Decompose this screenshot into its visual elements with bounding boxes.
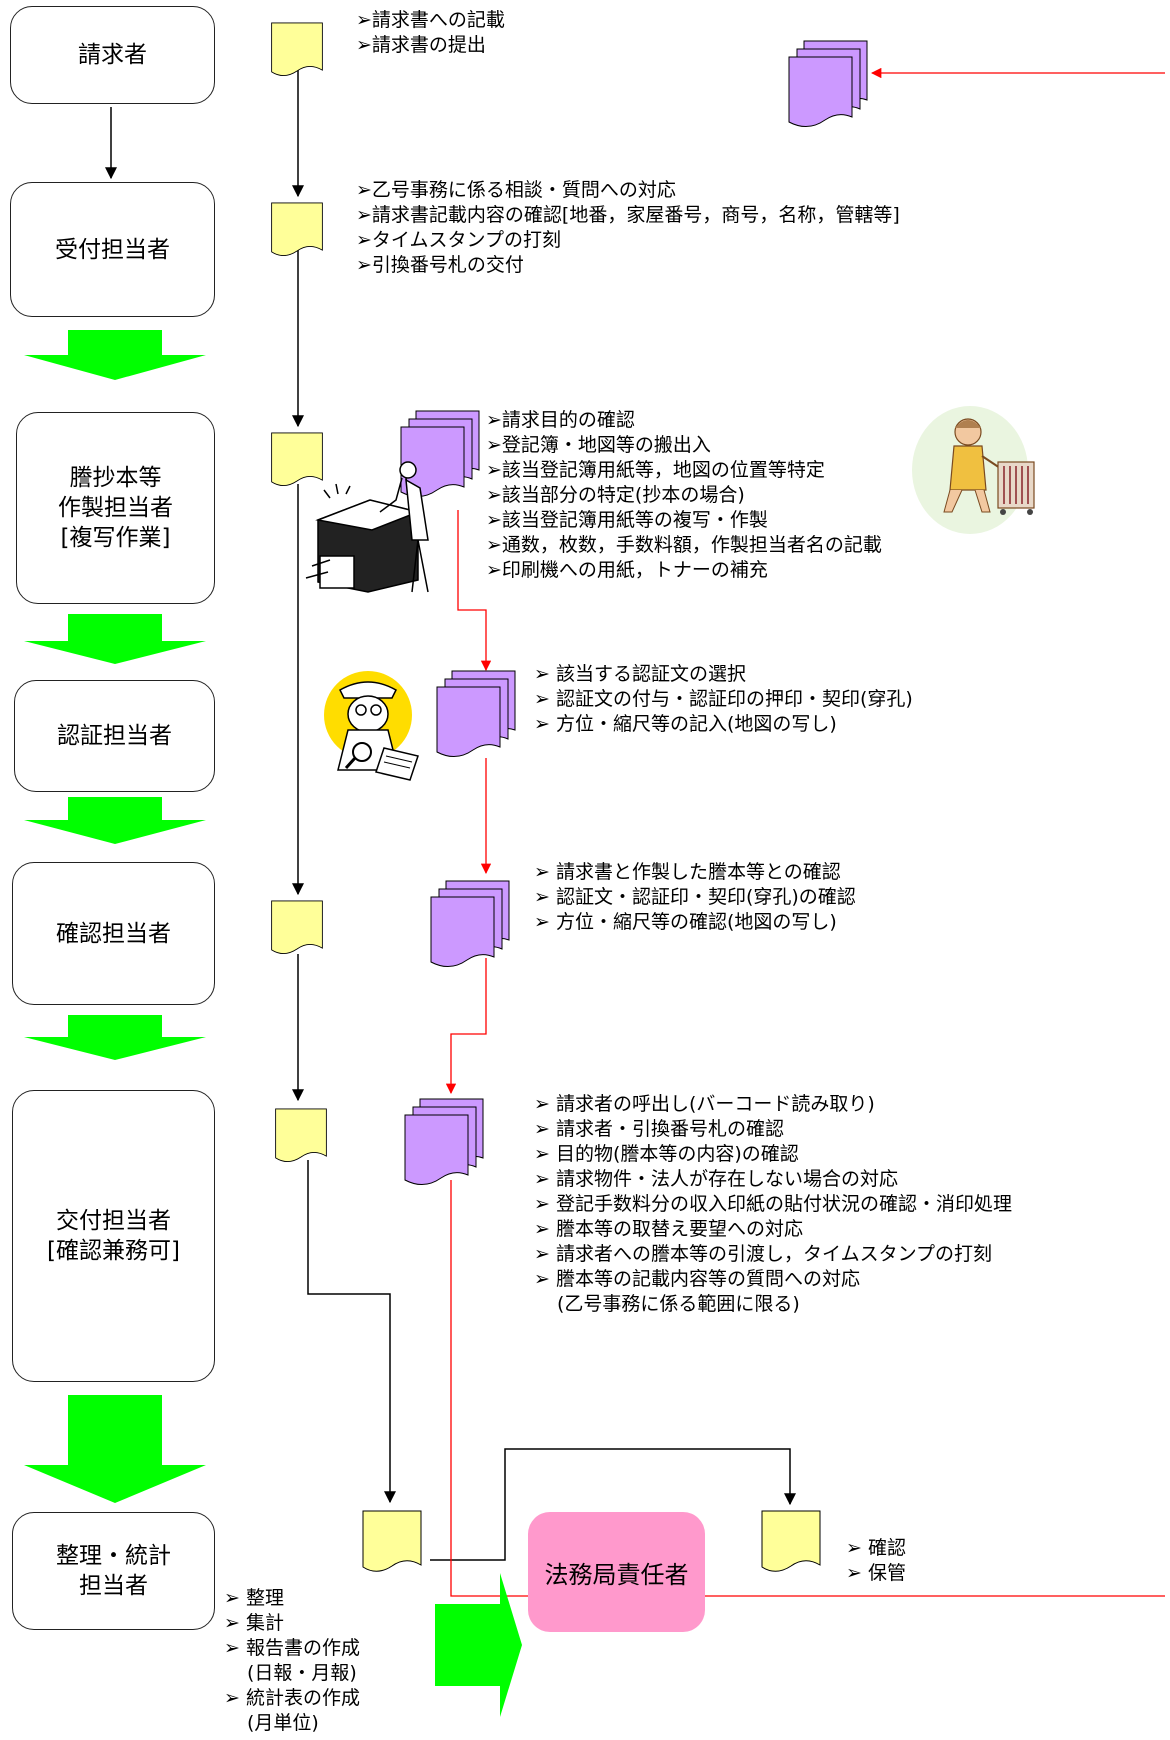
task-item: ➢該当登記簿用紙等の複写・作製 [486, 509, 768, 531]
tasks-copy-maker: ➢請求目的の確認 ➢登記簿・地図等の搬出入 ➢該当登記簿用紙等，地図の位置等特定… [486, 408, 882, 583]
task-item: ➢ 請求者の呼出し(バーコード読み取り) [534, 1093, 875, 1115]
task-item: ➢タイムスタンプの打刻 [356, 229, 561, 251]
task-item: ➢通数，枚数，手数料額，作製担当者名の記載 [486, 534, 882, 556]
task-item: ➢ 請求物件・法人が存在しない場合の対応 [534, 1168, 898, 1190]
task-item: ➢ 方位・縮尺等の確認(地図の写し) [534, 911, 837, 933]
task-item: ➢登記簿・地図等の搬出入 [486, 434, 711, 456]
big-down-arrow [24, 1015, 206, 1060]
role-copy-maker: 謄抄本等 作製担当者 [複写作業] [16, 412, 215, 604]
task-item: ➢請求書記載内容の確認[地番，家屋番号，商号，名称，管轄等] [356, 204, 900, 226]
task-item-note: (日報・月報) [247, 1662, 357, 1684]
task-item: ➢該当登記簿用紙等，地図の位置等特定 [486, 459, 825, 481]
tasks-organizer: ➢ 整理 ➢ 集計 ➢ 報告書の作成 (日報・月報) ➢ 統計表の作成 (月単位… [224, 1586, 360, 1736]
task-item: ➢ 整理 [224, 1587, 284, 1609]
task-item: ➢ 集計 [224, 1612, 284, 1634]
big-down-arrow [24, 330, 206, 380]
task-item: ➢ 該当する認証文の選択 [534, 663, 746, 685]
role-bureau-manager: 法務局責任者 [528, 1512, 705, 1632]
big-right-arrow [435, 1573, 522, 1717]
task-item-note: (月単位) [247, 1712, 319, 1734]
task-item: ➢ 謄本等の記載内容等の質問への対応 [534, 1268, 860, 1290]
task-item: ➢ 統計表の作成 [224, 1687, 360, 1709]
tasks-issuer: ➢ 請求者の呼出し(バーコード読み取り) ➢ 請求者・引換番号札の確認 ➢ 目的… [534, 1092, 1012, 1317]
role-reception: 受付担当者 [10, 182, 215, 317]
role-certifier: 認証担当者 [14, 680, 215, 792]
task-item: ➢ 請求者への謄本等の引渡し，タイムスタンプの打刻 [534, 1243, 993, 1265]
tasks-checker: ➢ 請求書と作製した謄本等との確認 ➢ 認証文・認証印・契印(穿孔)の確認 ➢ … [534, 860, 856, 935]
role-organizer: 整理・統計 担当者 [12, 1512, 215, 1630]
task-item: ➢ 謄本等の取替え要望への対応 [534, 1218, 803, 1240]
task-item: ➢ 請求書と作製した謄本等との確認 [534, 861, 841, 883]
role-requester: 請求者 [10, 6, 215, 104]
task-item: ➢ 保管 [846, 1562, 906, 1584]
task-item: ➢請求書への記載 [356, 9, 505, 31]
role-issuer: 交付担当者 [確認兼務可] [12, 1090, 215, 1382]
task-item: ➢印刷機への用紙，トナーの補充 [486, 559, 768, 581]
task-item: ➢該当部分の特定(抄本の場合) [486, 484, 745, 506]
operator-copier-illustration [305, 461, 429, 593]
role-checker: 確認担当者 [12, 862, 215, 1005]
task-item: ➢ 目的物(謄本等の内容)の確認 [534, 1143, 799, 1165]
task-item: ➢引換番号札の交付 [356, 254, 524, 276]
tasks-certifier: ➢ 該当する認証文の選択 ➢ 認証文の付与・認証印の押印・契印(穿孔) ➢ 方位… [534, 662, 913, 737]
task-item: ➢ 認証文の付与・認証印の押印・契印(穿孔) [534, 688, 913, 710]
task-item: ➢ 確認 [846, 1537, 906, 1559]
tasks-manager: ➢ 確認 ➢ 保管 [846, 1536, 906, 1586]
task-item: ➢ 登記手数料分の収入印紙の貼付状況の確認・消印処理 [534, 1193, 1012, 1215]
woman-cart-illustration [912, 406, 1035, 534]
process-direction-arrows [24, 330, 522, 1717]
task-item: ➢請求目的の確認 [486, 409, 635, 431]
task-item: ➢請求書の提出 [356, 34, 486, 56]
task-item: ➢ 認証文・認証印・契印(穿孔)の確認 [534, 886, 856, 908]
inspector-magnifier-illustration [324, 671, 419, 781]
request-document-flow-line [292, 70, 796, 1561]
task-item: ➢ 請求者・引換番号札の確認 [534, 1118, 784, 1140]
tasks-reception: ➢乙号事務に係る相談・質問への対応 ➢請求書記載内容の確認[地番，家屋番号，商号… [356, 178, 900, 278]
big-down-arrow [24, 1395, 206, 1503]
task-item-note: (乙号事務に係る範囲に限る) [557, 1293, 800, 1315]
task-item: ➢ 報告書の作成 [224, 1637, 360, 1659]
big-down-arrow [24, 797, 206, 844]
tasks-requester: ➢請求書への記載 ➢請求書の提出 [356, 8, 505, 58]
big-down-arrow [24, 614, 206, 664]
copy-document-flow-line [445, 67, 1165, 1597]
task-item: ➢ 方位・縮尺等の記入(地図の写し) [534, 713, 837, 735]
task-item: ➢乙号事務に係る相談・質問への対応 [356, 179, 676, 201]
